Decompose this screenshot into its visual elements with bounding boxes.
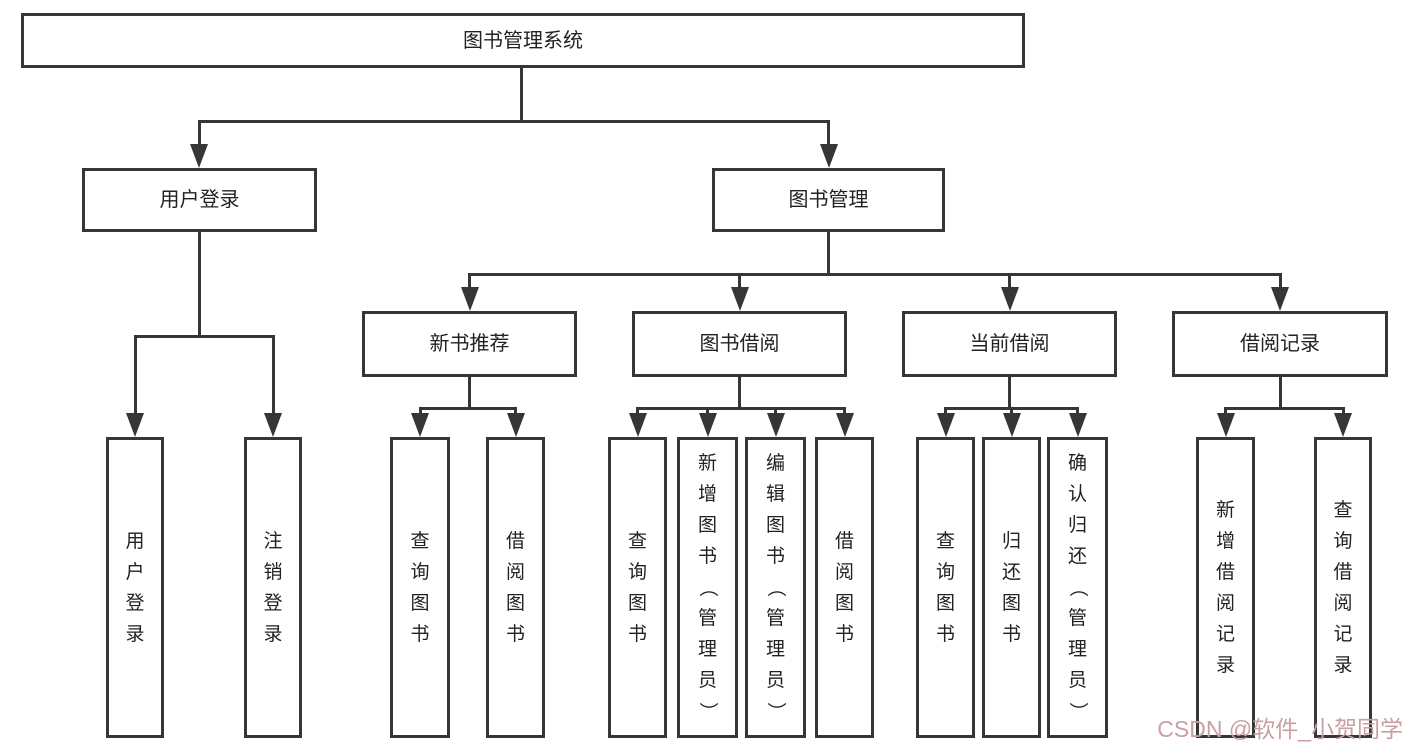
connector-line bbox=[514, 407, 517, 417]
connector-line bbox=[944, 407, 947, 417]
arrowhead-down-icon bbox=[461, 287, 479, 311]
leaf-query-borrow-record: 查询借阅记录 bbox=[1314, 437, 1372, 738]
arrowhead-down-icon bbox=[1003, 413, 1021, 437]
connector-line bbox=[1279, 377, 1282, 407]
leaf-user-login: 用户登录 bbox=[106, 437, 164, 738]
arrowhead-down-icon bbox=[836, 413, 854, 437]
arrowhead-down-icon bbox=[1334, 413, 1352, 437]
leaf-confirm-return-admin: 确认归还（管理员） bbox=[1047, 437, 1108, 738]
leaf-logout-login: 注销登录 bbox=[244, 437, 302, 738]
connector-line bbox=[520, 68, 523, 120]
connector-line bbox=[738, 273, 741, 291]
arrowhead-down-icon bbox=[767, 413, 785, 437]
connector-line bbox=[636, 407, 846, 410]
arrowhead-down-icon bbox=[411, 413, 429, 437]
connector-line bbox=[1342, 407, 1345, 417]
connector-line bbox=[636, 407, 639, 417]
arrowhead-down-icon bbox=[699, 413, 717, 437]
connector-line bbox=[419, 407, 517, 410]
node-current-borrowing: 当前借阅 bbox=[902, 311, 1117, 377]
arrowhead-down-icon bbox=[507, 413, 525, 437]
leaf-borrow-book: 借阅图书 bbox=[815, 437, 874, 738]
arrowhead-down-icon bbox=[731, 287, 749, 311]
connector-line bbox=[419, 407, 422, 417]
leaf-query-books-borrow: 查询图书 bbox=[608, 437, 667, 738]
arrowhead-down-icon bbox=[1217, 413, 1235, 437]
connector-line bbox=[1008, 273, 1011, 291]
leaf-add-borrow-record: 新增借阅记录 bbox=[1196, 437, 1255, 738]
connector-line bbox=[1224, 407, 1227, 417]
leaf-query-books-current: 查询图书 bbox=[916, 437, 975, 738]
connector-line bbox=[468, 273, 1282, 276]
connector-line bbox=[1008, 377, 1011, 407]
arrowhead-down-icon bbox=[126, 413, 144, 437]
connector-line bbox=[1076, 407, 1079, 417]
arrowhead-down-icon bbox=[629, 413, 647, 437]
connector-line bbox=[843, 407, 846, 417]
connector-line bbox=[272, 335, 275, 416]
connector-line bbox=[827, 232, 830, 273]
connector-line bbox=[198, 232, 201, 335]
leaf-return-book: 归还图书 bbox=[982, 437, 1041, 738]
node-book-borrowing: 图书借阅 bbox=[632, 311, 847, 377]
connector-line bbox=[198, 120, 201, 148]
node-user-login: 用户登录 bbox=[82, 168, 317, 232]
connector-line bbox=[198, 120, 830, 123]
arrowhead-down-icon bbox=[1271, 287, 1289, 311]
connector-line bbox=[468, 377, 471, 407]
arrowhead-down-icon bbox=[937, 413, 955, 437]
leaf-query-books-recommend: 查询图书 bbox=[390, 437, 450, 738]
node-new-book-recommend: 新书推荐 bbox=[362, 311, 577, 377]
connector-line bbox=[1224, 407, 1345, 410]
arrowhead-down-icon bbox=[820, 144, 838, 168]
arrowhead-down-icon bbox=[264, 413, 282, 437]
connector-line bbox=[134, 335, 275, 338]
watermark: CSDN @软件_小贺同学 bbox=[1157, 716, 1403, 742]
leaf-edit-book-admin: 编辑图书（管理员） bbox=[745, 437, 806, 738]
leaf-add-book-admin: 新增图书（管理员） bbox=[677, 437, 738, 738]
leaf-borrow-books-recommend: 借阅图书 bbox=[486, 437, 545, 738]
arrowhead-down-icon bbox=[1001, 287, 1019, 311]
connector-line bbox=[468, 273, 471, 291]
connector-line bbox=[134, 335, 137, 416]
connector-line bbox=[738, 377, 741, 407]
node-borrow-records: 借阅记录 bbox=[1172, 311, 1388, 377]
node-library-management-system: 图书管理系统 bbox=[21, 13, 1025, 68]
node-book-management: 图书管理 bbox=[712, 168, 945, 232]
connector-line bbox=[827, 120, 830, 148]
connector-line bbox=[1010, 407, 1013, 417]
arrowhead-down-icon bbox=[1069, 413, 1087, 437]
connector-line bbox=[1279, 273, 1282, 291]
connector-line bbox=[774, 407, 777, 417]
arrowhead-down-icon bbox=[190, 144, 208, 168]
connector-line bbox=[706, 407, 709, 417]
